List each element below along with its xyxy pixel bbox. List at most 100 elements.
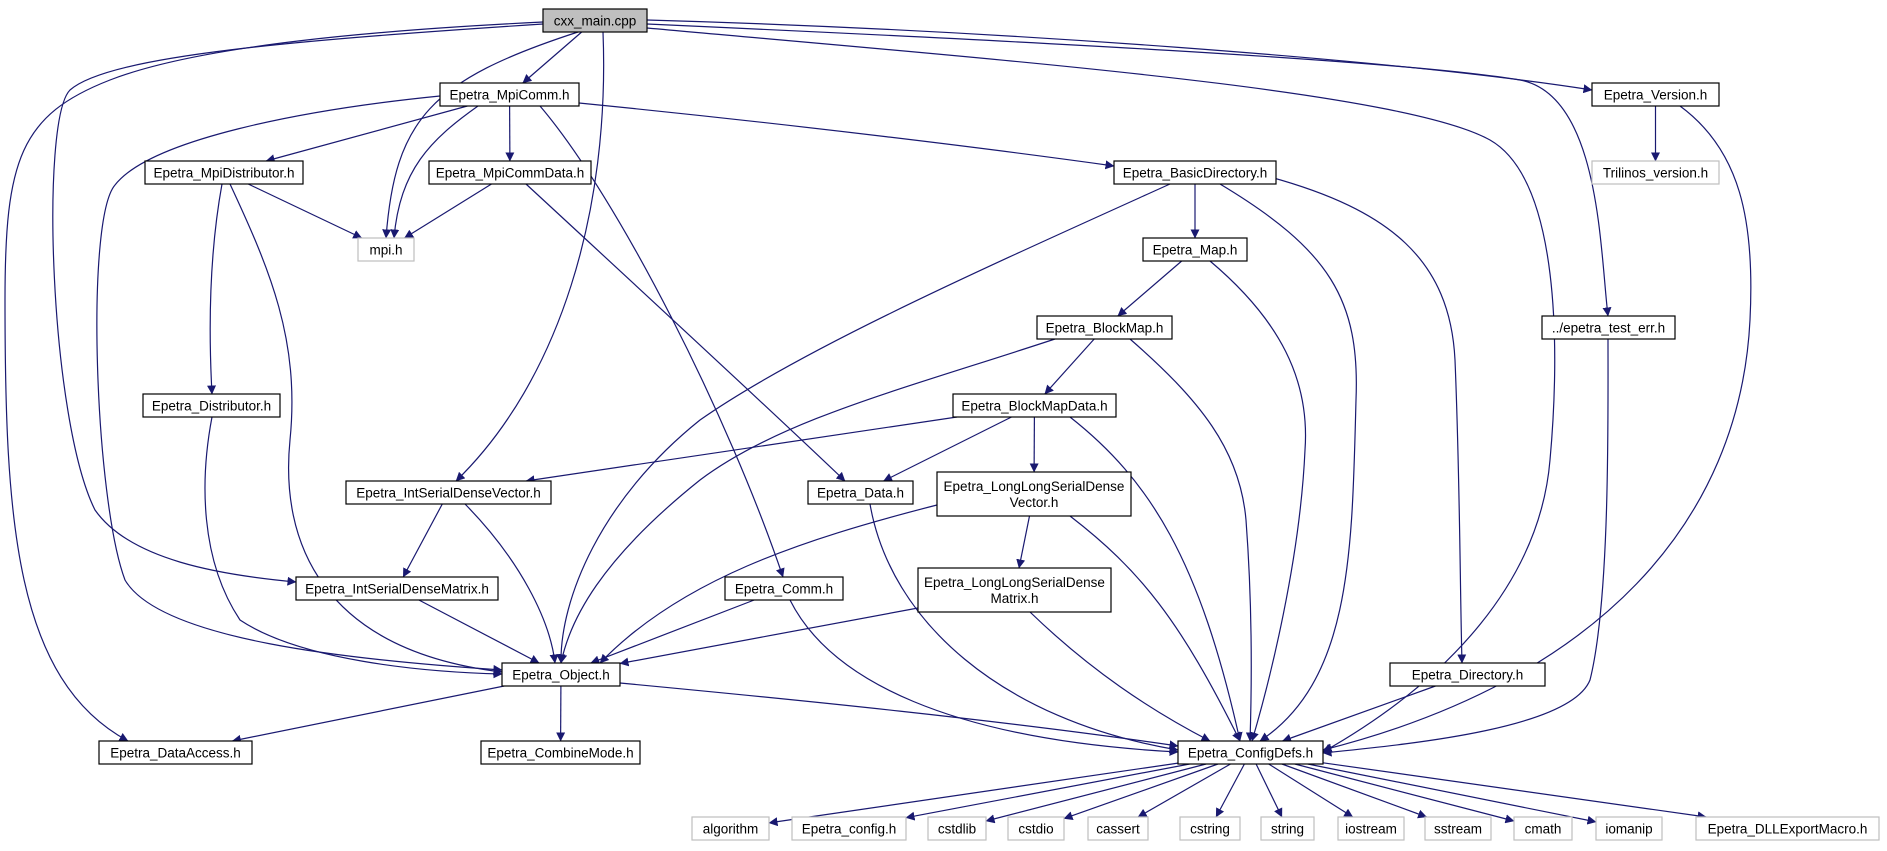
edge-llsdv-to-configdefs xyxy=(1069,515,1241,742)
node-cassert[interactable]: cassert xyxy=(1087,816,1149,841)
node-box xyxy=(1113,160,1277,185)
node-label: Epetra_LongLongSerialDense xyxy=(944,479,1125,494)
node-map[interactable]: Epetra_Map.h xyxy=(1142,237,1248,262)
edge-comm-to-configdefs xyxy=(789,599,1179,757)
node-box xyxy=(98,740,253,765)
node-label: Epetra_Directory.h xyxy=(1412,668,1524,683)
node-label: Epetra_Distributor.h xyxy=(152,399,271,414)
node-epetra_config[interactable]: Epetra_config.h xyxy=(791,816,907,841)
node-box xyxy=(1337,816,1405,841)
node-label: iostream xyxy=(1345,822,1397,837)
node-box xyxy=(1591,82,1720,107)
node-sstream[interactable]: sstream xyxy=(1424,816,1492,841)
node-mpidist[interactable]: Epetra_MpiDistributor.h xyxy=(144,160,304,185)
edge-blockmapdata-to-intsdv xyxy=(525,416,958,485)
edge-mpicommdata-to-mpi xyxy=(404,183,492,239)
edge-blockmap-to-blockmapdata xyxy=(1044,338,1095,395)
node-label: cstring xyxy=(1190,822,1230,837)
edge-configdefs-to-cassert xyxy=(1137,763,1231,818)
node-blockmapdata[interactable]: Epetra_BlockMapData.h xyxy=(952,393,1117,418)
node-box xyxy=(1087,816,1149,841)
edge-configdefs-to-epetra_config xyxy=(905,763,1190,821)
node-dataaccess[interactable]: Epetra_DataAccess.h xyxy=(98,740,253,765)
node-box xyxy=(724,576,844,601)
edge-version-to-configdefs xyxy=(1322,105,1752,753)
node-testerr[interactable]: ../epetra_test_err.h xyxy=(1541,315,1676,340)
node-distributor[interactable]: Epetra_Distributor.h xyxy=(142,393,281,418)
edge-cxx_main-to-mpicomm xyxy=(522,31,583,84)
node-box xyxy=(144,160,304,185)
node-intsdv[interactable]: Epetra_IntSerialDenseVector.h xyxy=(345,480,552,505)
node-mpicommdata[interactable]: Epetra_MpiCommData.h xyxy=(428,160,592,185)
node-box xyxy=(936,471,1132,517)
node-label: Epetra_MpiComm.h xyxy=(449,88,569,103)
node-trilinos[interactable]: Trilinos_version.h xyxy=(1591,160,1720,185)
node-cxx_main[interactable]: cxx_main.cpp xyxy=(542,8,648,33)
edge-map-to-blockmap xyxy=(1117,260,1183,317)
node-label: Epetra_DLLExportMacro.h xyxy=(1708,822,1868,837)
node-box xyxy=(142,393,281,418)
edge-map-to-configdefs xyxy=(1209,260,1307,742)
node-box xyxy=(1389,662,1546,687)
edge-mpidist-to-distributor xyxy=(207,183,223,395)
node-box xyxy=(1541,315,1676,340)
node-label: Epetra_ConfigDefs.h xyxy=(1188,746,1313,761)
edge-mpicommdata-to-data xyxy=(525,183,846,482)
node-label: Epetra_LongLongSerialDense xyxy=(924,575,1105,590)
node-box xyxy=(1007,816,1065,841)
node-cstdlib[interactable]: cstdlib xyxy=(927,816,987,841)
node-box xyxy=(1142,237,1248,262)
edge-llsdv-to-object xyxy=(599,504,938,664)
node-box xyxy=(1595,816,1663,841)
node-cstdio[interactable]: cstdio xyxy=(1007,816,1065,841)
node-label: Epetra_Data.h xyxy=(817,486,904,501)
node-comm[interactable]: Epetra_Comm.h xyxy=(724,576,844,601)
node-cmath[interactable]: cmath xyxy=(1513,816,1573,841)
node-box xyxy=(295,576,499,601)
node-data[interactable]: Epetra_Data.h xyxy=(807,480,914,505)
edge-mpicomm-to-mpidist xyxy=(265,105,468,164)
edge-intsdv-to-intsdm xyxy=(402,503,443,578)
node-box xyxy=(791,816,907,841)
node-box xyxy=(1695,816,1880,841)
node-basicdir[interactable]: Epetra_BasicDirectory.h xyxy=(1113,160,1277,185)
node-box xyxy=(542,8,648,33)
node-box xyxy=(345,480,552,505)
node-string[interactable]: string xyxy=(1260,816,1315,841)
edge-basicdir-to-object xyxy=(556,183,1171,664)
edge-testerr-to-configdefs xyxy=(1322,338,1609,757)
node-mpi[interactable]: mpi.h xyxy=(357,237,415,262)
node-intsdm[interactable]: Epetra_IntSerialDenseMatrix.h xyxy=(295,576,499,601)
node-label: sstream xyxy=(1434,822,1482,837)
node-configdefs[interactable]: Epetra_ConfigDefs.h xyxy=(1177,740,1324,765)
node-cstring[interactable]: cstring xyxy=(1179,816,1241,841)
node-mpicomm[interactable]: Epetra_MpiComm.h xyxy=(439,82,580,107)
node-label: Epetra_CombineMode.h xyxy=(487,746,633,761)
node-blockmap[interactable]: Epetra_BlockMap.h xyxy=(1036,315,1173,340)
edge-mpidist-to-object xyxy=(229,183,503,676)
node-iomanip[interactable]: iomanip xyxy=(1595,816,1663,841)
edge-layer xyxy=(4,19,1752,827)
node-version[interactable]: Epetra_Version.h xyxy=(1591,82,1720,107)
node-box xyxy=(480,740,641,765)
node-combinemode[interactable]: Epetra_CombineMode.h xyxy=(480,740,641,765)
node-algorithm[interactable]: algorithm xyxy=(691,816,770,841)
edge-intsdm-to-object xyxy=(418,599,540,664)
node-label: Epetra_DataAccess.h xyxy=(110,746,241,761)
edge-configdefs-to-cstdio xyxy=(1063,763,1219,820)
node-dllexport[interactable]: Epetra_DLLExportMacro.h xyxy=(1695,816,1880,841)
node-label: Epetra_BasicDirectory.h xyxy=(1123,166,1268,181)
edge-intsdv-to-object xyxy=(464,503,559,664)
node-directory[interactable]: Epetra_Directory.h xyxy=(1389,662,1546,687)
node-label: mpi.h xyxy=(369,243,402,258)
edge-cxx_main-to-mpi xyxy=(382,31,579,239)
node-object[interactable]: Epetra_Object.h xyxy=(501,662,621,687)
node-iostream[interactable]: iostream xyxy=(1337,816,1405,841)
node-label: Trilinos_version.h xyxy=(1603,166,1708,181)
node-label: Epetra_Object.h xyxy=(512,668,610,683)
node-label: cmath xyxy=(1525,822,1562,837)
